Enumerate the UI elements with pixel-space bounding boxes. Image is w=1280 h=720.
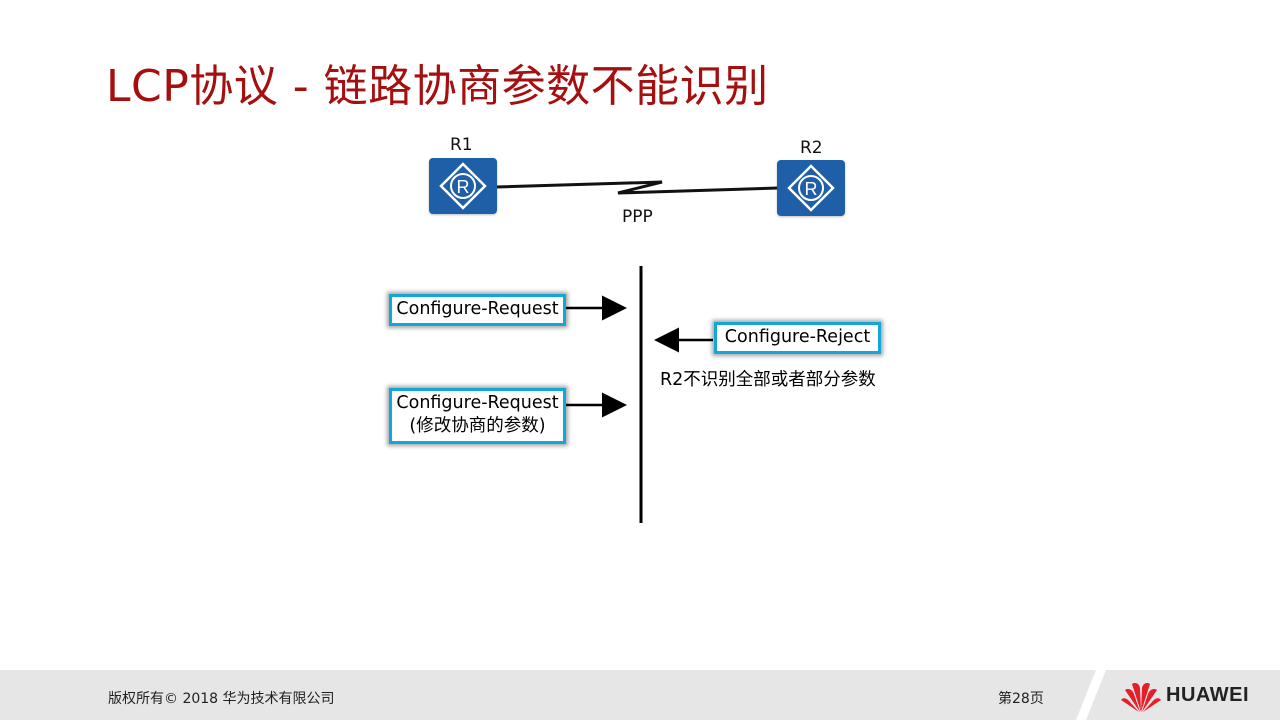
huawei-brand-text: HUAWEI xyxy=(1166,684,1249,706)
huawei-logo-icon xyxy=(1121,683,1161,712)
svg-text:R: R xyxy=(805,179,818,199)
router2-icon: R xyxy=(777,160,845,216)
router2-label: R2 xyxy=(800,138,823,158)
footer-divider xyxy=(1076,670,1106,720)
reject-note: R2不识别全部或者部分参数 xyxy=(660,370,876,390)
router1-label: R1 xyxy=(450,135,473,155)
configure-request-box: Configure-Request xyxy=(389,294,566,326)
footer-bar xyxy=(0,670,1280,720)
configure-reject-box: Configure-Reject xyxy=(714,322,881,354)
sequence-arrows xyxy=(566,266,713,523)
request2-label: Configure-Request xyxy=(396,393,559,413)
configure-request-modified-box: Configure-Request (修改协商的参数) xyxy=(389,388,566,444)
ppp-link xyxy=(495,180,779,195)
copyright-text: 版权所有© 2018 华为技术有限公司 xyxy=(108,691,335,707)
ppp-label: PPP xyxy=(622,207,653,227)
router1-icon: R xyxy=(429,158,497,214)
svg-text:R: R xyxy=(457,177,470,197)
page-number: 第28页 xyxy=(998,691,1044,707)
page-title: LCP协议 - 链路协商参数不能识别 xyxy=(106,61,769,112)
request2-sublabel: (修改协商的参数) xyxy=(409,416,546,436)
